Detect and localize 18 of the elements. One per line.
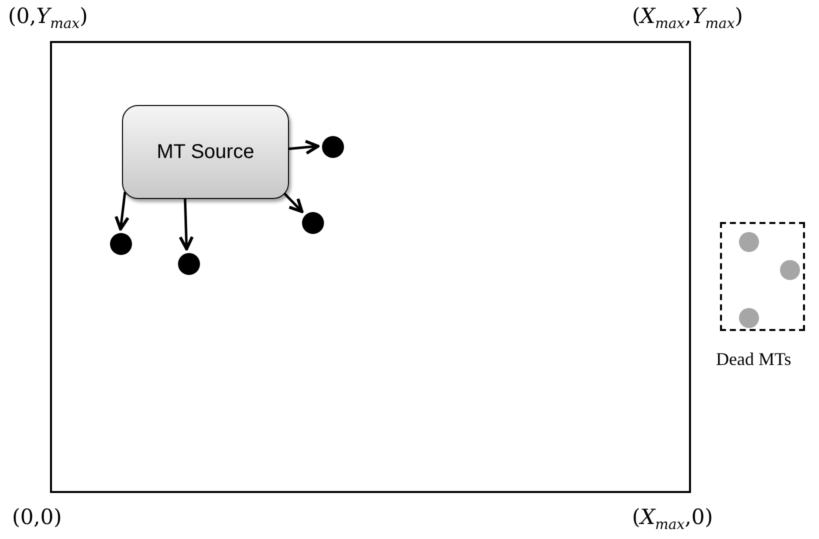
dot (110, 233, 132, 255)
source-box: MT Source (122, 105, 289, 199)
arrow (114, 192, 130, 231)
dot (780, 260, 800, 280)
simulation-area (50, 41, 691, 493)
arrow (282, 191, 304, 214)
coordinate-label: (0,0) (12, 505, 62, 529)
coordinate-label: (X$_{max}$,0) (632, 505, 713, 534)
arrow (286, 140, 320, 155)
dot (178, 253, 200, 275)
dot (302, 212, 324, 234)
dot (322, 136, 344, 158)
arrow (178, 196, 194, 250)
coordinate-label: (X$_{max}$,Y$_{max}$) (632, 4, 743, 32)
coordinate-label: (0,Y$_{max}$) (8, 4, 88, 32)
dot (739, 308, 759, 328)
dot (739, 232, 759, 252)
node-label: Dead MTs (716, 349, 792, 370)
